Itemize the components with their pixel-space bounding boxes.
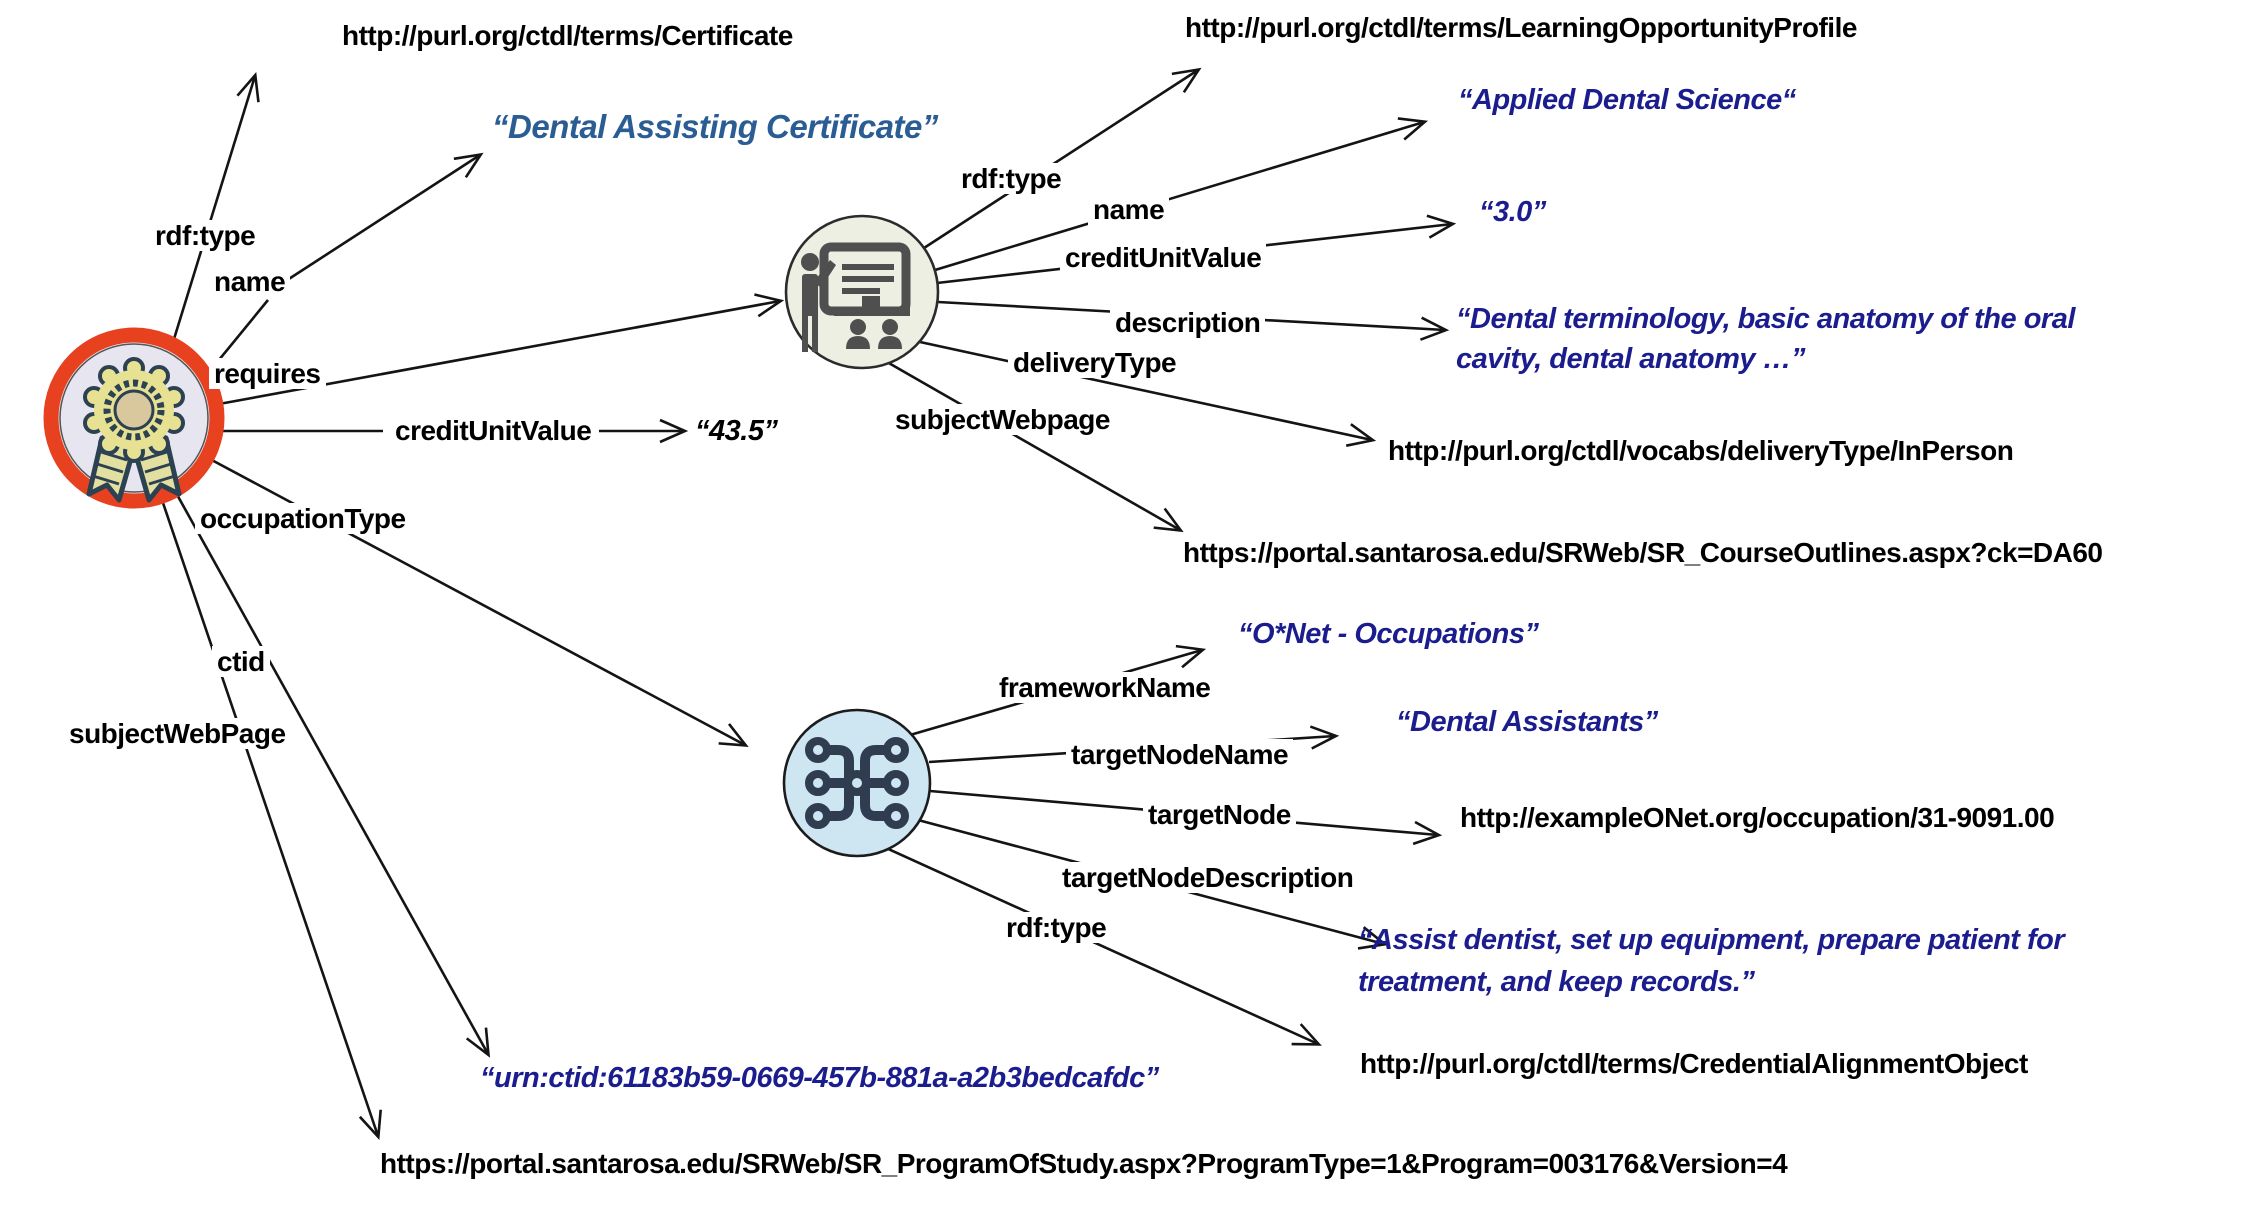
node-learning bbox=[784, 214, 940, 370]
edge-lines bbox=[159, 67, 1457, 1141]
edge-label-occupation-frameworkname: frameworkName bbox=[994, 672, 1216, 704]
edge-credential-occupationtype bbox=[207, 456, 749, 747]
uri-certificate: http://purl.org/ctdl/terms/Certificate bbox=[342, 20, 793, 51]
literal-framework-name: “O*Net - Occupations” bbox=[1238, 618, 1539, 650]
edge-label-occupation-rdf-type: rdf:type bbox=[1001, 912, 1112, 944]
edge-label-occupation-targetnodename: targetNodeName bbox=[1066, 739, 1294, 771]
award-ribbon-icon bbox=[83, 357, 185, 503]
edge-label-credential-creditunitvalue: creditUnitValue bbox=[390, 415, 597, 447]
edge-label-credential-requires: requires bbox=[209, 358, 326, 390]
literal-target-node-name: “Dental Assistants” bbox=[1396, 706, 1658, 738]
literal-credential-name: “Dental Assisting Certificate” bbox=[492, 108, 938, 145]
url-program-of-study: https://portal.santarosa.edu/SRWeb/SR_Pr… bbox=[380, 1148, 1788, 1179]
network-alignment-icon bbox=[805, 737, 909, 829]
literal-course-name: “Applied Dental Science“ bbox=[1458, 84, 1796, 116]
edge-credential-name-b bbox=[277, 152, 484, 288]
uri-deliverytype-inperson: http://purl.org/ctdl/vocabs/deliveryType… bbox=[1388, 435, 2014, 466]
edge-label-credential-subjectwebpage: subjectWebPage bbox=[64, 718, 291, 750]
url-onet-occupation: http://exampleONet.org/occupation/31-909… bbox=[1460, 802, 2055, 833]
literal-course-description-line1: “Dental terminology, basic anatomy of th… bbox=[1456, 303, 2075, 335]
edge-label-occupation-targetnode: targetNode bbox=[1143, 799, 1296, 831]
literal-target-node-description-line2: treatment, and keep records.” bbox=[1358, 966, 1755, 998]
uri-credential-alignment-object: http://purl.org/ctdl/terms/CredentialAli… bbox=[1360, 1048, 2028, 1079]
edge-learning-deliverytype bbox=[919, 340, 1377, 447]
edge-label-credential-ctid: ctid bbox=[212, 646, 270, 678]
url-course-outlines: https://portal.santarosa.edu/SRWeb/SR_Co… bbox=[1183, 537, 2103, 568]
literal-course-description-line2: cavity, dental anatomy …” bbox=[1456, 343, 1806, 375]
edge-credential-ctid bbox=[173, 490, 491, 1058]
edge-learning-name bbox=[934, 117, 1429, 272]
edge-label-credential-rdf-type: rdf:type bbox=[150, 220, 261, 252]
edge-label-credential-name: name bbox=[209, 266, 291, 298]
edge-label-learning-subjectwebpage: subjectWebpage bbox=[890, 404, 1115, 436]
edge-label-learning-rdf-type: rdf:type bbox=[956, 163, 1067, 195]
edge-learning-rdf-type bbox=[923, 67, 1202, 250]
edge-credential-subjectwebpage bbox=[159, 496, 382, 1141]
literal-ctid: “urn:ctid:61183b59-0669-457b-881a-a2b3be… bbox=[480, 1062, 1159, 1094]
classroom-presentation-icon bbox=[801, 242, 911, 352]
uri-learning-opportunity-profile: http://purl.org/ctdl/terms/LearningOppor… bbox=[1185, 12, 1857, 43]
literal-course-creditunitvalue: “3.0” bbox=[1479, 196, 1546, 228]
literal-credential-creditunitvalue: “43.5” bbox=[695, 415, 778, 447]
node-occupation bbox=[782, 708, 932, 858]
edge-label-credential-occupationtype: occupationType bbox=[195, 503, 411, 535]
literal-target-node-description-line1: “Assist dentist, set up equipment, prepa… bbox=[1358, 924, 2065, 956]
node-credential bbox=[43, 327, 225, 509]
edge-label-occupation-targetnodedescription: targetNodeDescription bbox=[1057, 862, 1359, 894]
edge-label-learning-description: description bbox=[1110, 307, 1266, 339]
edge-learning-subjectwebpage bbox=[879, 356, 1184, 533]
edge-credential-rdf-type bbox=[168, 71, 260, 353]
edge-label-learning-deliverytype: deliveryType bbox=[1008, 347, 1182, 379]
edge-occupation-rdf-type bbox=[885, 846, 1322, 1046]
edge-label-learning-name: name bbox=[1088, 194, 1170, 226]
edge-label-learning-creditunitvalue: creditUnitValue bbox=[1060, 242, 1267, 274]
